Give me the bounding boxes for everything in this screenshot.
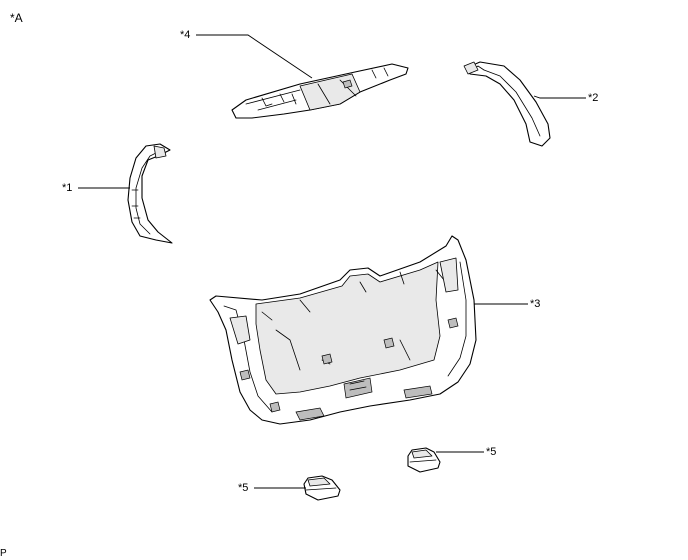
part-3-back-door-trim-board <box>209 235 477 425</box>
view-label: *A <box>10 11 23 25</box>
part-5-grip-right <box>407 447 441 473</box>
leader-line-2 <box>533 95 586 99</box>
part-4-upper-trim <box>231 63 409 119</box>
callout-3: *3 <box>530 298 541 310</box>
callout-5-right: *5 <box>486 446 497 458</box>
part-2-right-pillar-trim <box>463 61 551 147</box>
callout-1: *1 <box>62 182 73 194</box>
callout-5-left: *5 <box>238 482 249 494</box>
callout-4: *4 <box>180 29 191 41</box>
leader-line-4 <box>196 34 313 79</box>
part-1-left-pillar-trim <box>127 143 173 244</box>
callout-2: *2 <box>588 92 599 104</box>
part-5-grip-left <box>303 475 341 501</box>
corner-label: P <box>0 548 7 559</box>
